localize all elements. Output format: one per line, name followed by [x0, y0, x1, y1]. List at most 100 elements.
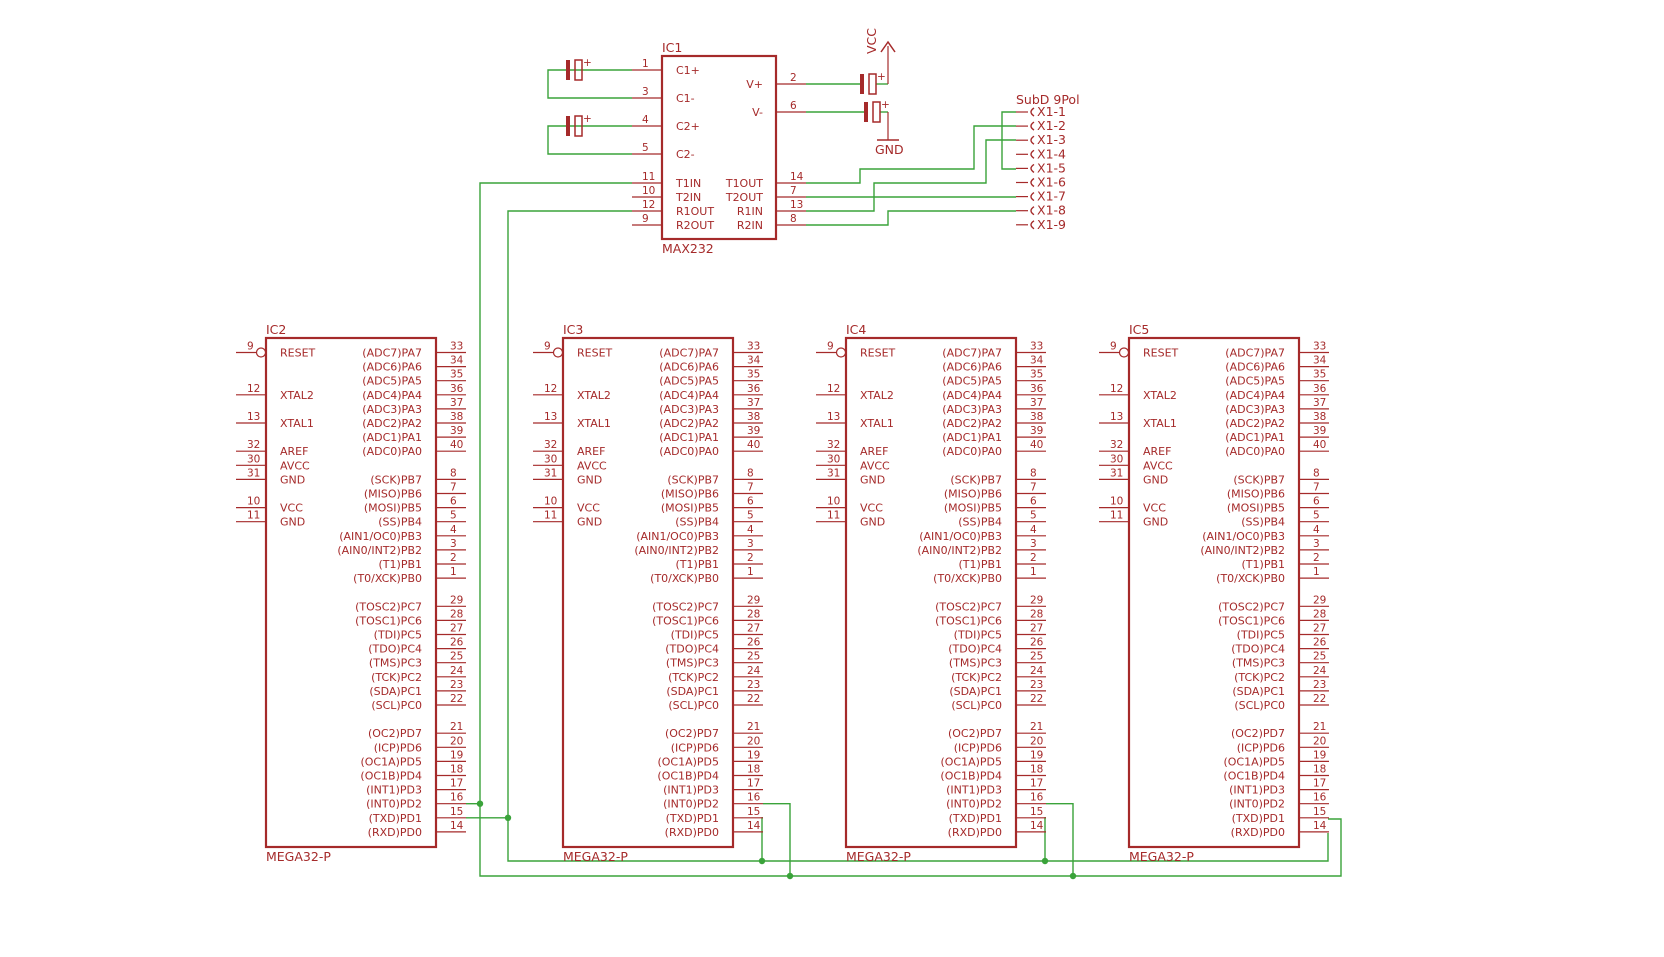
- pin-name: (OC1A)PD5: [657, 755, 719, 768]
- pin-number: 19: [450, 749, 463, 761]
- pin-name: (OC1A)PD5: [940, 755, 1002, 768]
- pin-name: (SS)PB4: [378, 516, 422, 529]
- part-value: MEGA32-P: [563, 849, 628, 864]
- pin-number: 5: [1030, 510, 1037, 522]
- pin-name: (TOSC1)PC6: [1218, 614, 1285, 627]
- pin-name: R1OUT: [676, 205, 714, 218]
- pin-number: 10: [1110, 496, 1123, 508]
- connector-contact-icon: [1030, 220, 1035, 230]
- pin-name: (SDA)PC1: [949, 685, 1002, 698]
- pin-number: 10: [247, 496, 260, 508]
- pin-number: 18: [747, 764, 760, 776]
- pin-name: (ADC2)PA2: [659, 417, 719, 430]
- pin-name: (INT0)PD2: [663, 798, 719, 811]
- pin-number: 19: [747, 749, 760, 761]
- pin-number: 24: [747, 665, 761, 677]
- pin-number: 7: [450, 482, 457, 494]
- pin-number: 9: [544, 341, 551, 353]
- pin-number: 2: [790, 72, 797, 84]
- wire-ic3-rxd: [761, 817, 763, 861]
- pin-name: (ADC3)PA3: [942, 403, 1002, 416]
- pin-name: (OC1B)PD4: [1223, 770, 1285, 783]
- pin-name: (AIN0/INT2)PB2: [337, 544, 422, 557]
- pin-name: (SCL)PC0: [371, 699, 422, 712]
- pin-name: XTAL2: [280, 389, 314, 402]
- pin-name: (SS)PB4: [1241, 516, 1285, 529]
- pin-number: 4: [642, 114, 649, 126]
- pin-number: 40: [450, 439, 463, 451]
- pin-number: 2: [747, 552, 754, 564]
- connector-pin-label: X1-8: [1037, 203, 1066, 218]
- pin-name: (INT0)PD2: [366, 798, 422, 811]
- pin-name: (OC1B)PD4: [657, 770, 719, 783]
- pin-number: 5: [747, 510, 754, 522]
- capacitor-plate: [574, 59, 583, 81]
- polarity-mark: +: [583, 57, 592, 69]
- pin-number: 13: [790, 199, 803, 211]
- pin-name: (RXD)PD0: [1231, 826, 1285, 839]
- gnd-label: GND: [875, 142, 904, 157]
- pin-name: AVCC: [280, 459, 310, 472]
- pin-number: 12: [544, 383, 557, 395]
- pin-number: 23: [450, 679, 463, 691]
- polarity-mark: +: [583, 113, 592, 125]
- part-value: MEGA32-P: [266, 849, 331, 864]
- pin-number: 33: [1030, 341, 1043, 353]
- wire-tx-bus: [479, 182, 1342, 877]
- pin-name: (ADC6)PA6: [362, 361, 422, 374]
- pin-name: (AIN1/OC0)PB3: [636, 530, 719, 543]
- pin-name: (TCK)PC2: [371, 671, 422, 684]
- pin-number: 36: [747, 383, 761, 395]
- pin-name: (INT1)PD3: [366, 784, 422, 797]
- junction-dot: [1041, 857, 1049, 865]
- pin-number: 14: [747, 820, 761, 832]
- pin-number: 15: [450, 806, 463, 818]
- pin-number: 32: [247, 439, 260, 451]
- junction-dot: [1069, 872, 1077, 880]
- pin-number: 13: [827, 411, 840, 423]
- pin-number: 36: [1313, 383, 1327, 395]
- pin-number: 35: [747, 369, 760, 381]
- pin-number: 1: [1030, 566, 1037, 578]
- pin-name: GND: [1143, 516, 1168, 529]
- pin-number: 37: [450, 397, 463, 409]
- pin-name: (OC1B)PD4: [940, 770, 1002, 783]
- pin-name: AREF: [1143, 445, 1171, 458]
- pin-name: (MOSI)PB5: [944, 502, 1002, 515]
- pin-number: 13: [1110, 411, 1123, 423]
- capacitor-vplus: +: [860, 71, 886, 95]
- pin-number: 8: [747, 467, 754, 479]
- pin-name: (TXD)PD1: [949, 812, 1002, 825]
- pin-name: (TOSC2)PC7: [1218, 600, 1285, 613]
- pin-name: (TOSC2)PC7: [935, 600, 1002, 613]
- pin-name: T1IN: [675, 177, 701, 190]
- pin-number: 31: [1110, 467, 1123, 479]
- pin-number: 8: [450, 467, 457, 479]
- pin-name: (TMS)PC3: [949, 657, 1002, 670]
- pin-number: 10: [827, 496, 840, 508]
- pin-name: (INT1)PD3: [663, 784, 719, 797]
- pin-number: 12: [247, 383, 260, 395]
- pin-number: 28: [1030, 608, 1043, 620]
- pin-name: (ADC0)PA0: [659, 445, 719, 458]
- pin-number: 38: [747, 411, 760, 423]
- junction-dot: [786, 872, 794, 880]
- pin-number: 20: [1313, 735, 1326, 747]
- pin-name: (AIN0/INT2)PB2: [917, 544, 1002, 557]
- connector-contact-icon: [1030, 107, 1035, 117]
- pin-number: 11: [827, 510, 840, 522]
- connector-pin-label: X1-2: [1037, 118, 1066, 133]
- pin-name: C2+: [676, 120, 700, 133]
- junction-dot: [476, 800, 484, 807]
- pin-number: 3: [1313, 538, 1320, 550]
- pin-number: 6: [1313, 496, 1320, 508]
- pin-number: 4: [1313, 524, 1320, 536]
- pin-name: (TCK)PC2: [668, 671, 719, 684]
- connector-title: SubD 9Pol: [1016, 92, 1080, 107]
- pin-number: 39: [1313, 425, 1326, 437]
- connector-contact-icon: [1030, 177, 1035, 188]
- pin-name: (TDO)PC4: [1231, 643, 1285, 656]
- capacitor-plate: [566, 60, 570, 80]
